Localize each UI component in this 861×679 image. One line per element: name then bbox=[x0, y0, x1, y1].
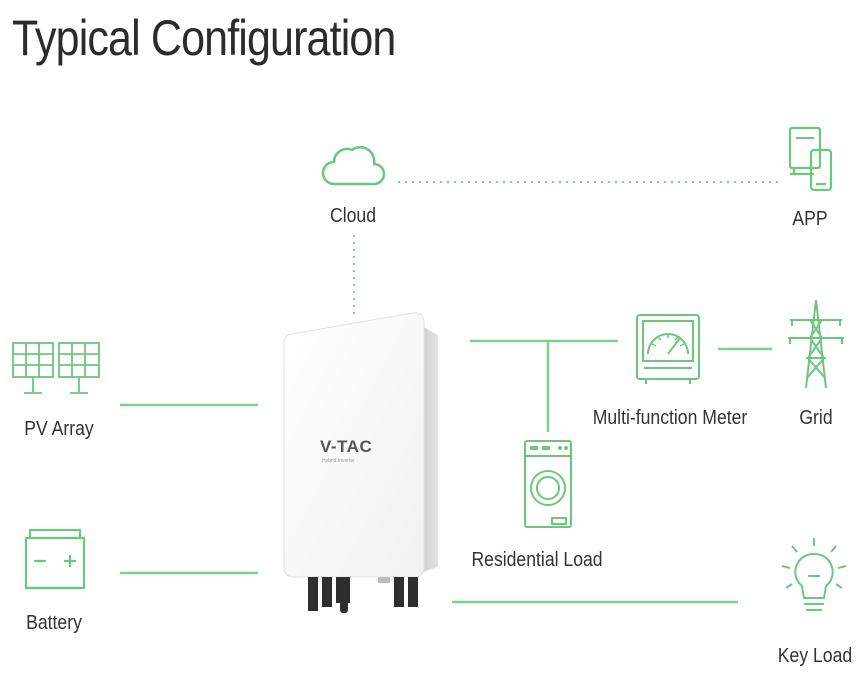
meter-label: Multi-function Meter bbox=[592, 407, 748, 429]
app-label: APP bbox=[792, 208, 828, 230]
grid-label: Grid bbox=[799, 407, 833, 429]
page-title: Typical Configuration bbox=[12, 10, 396, 66]
solar-panel-icon bbox=[12, 342, 100, 394]
battery-label: Battery bbox=[26, 612, 82, 634]
app-devices-icon bbox=[788, 126, 833, 192]
cloud-icon bbox=[321, 146, 386, 186]
pv-array-label: PV Array bbox=[24, 418, 94, 440]
inverter-brand: V-TAC bbox=[320, 437, 373, 456]
power-tower-icon bbox=[788, 299, 844, 389]
residential-load-label: Residential Load bbox=[471, 549, 603, 571]
battery-icon bbox=[24, 528, 86, 590]
key-load-label: Key Load bbox=[777, 645, 853, 667]
meter-icon bbox=[636, 314, 700, 384]
light-bulb-icon bbox=[781, 538, 847, 611]
cloud-label: Cloud bbox=[329, 205, 376, 227]
washing-machine-icon bbox=[524, 440, 572, 528]
inverter-device bbox=[283, 312, 438, 613]
inverter-subtitle: Hybrid Inverter bbox=[322, 458, 355, 464]
